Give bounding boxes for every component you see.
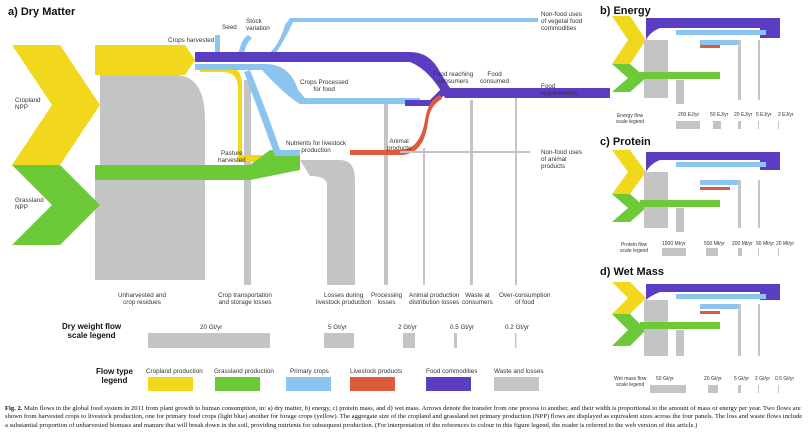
food-main-flow bbox=[195, 52, 610, 98]
scale-label-20: 20 Gt/yr bbox=[200, 324, 223, 331]
protein-scale-title: Protein flow scale legend bbox=[620, 242, 649, 254]
processing-losses-label: Processing losses bbox=[371, 292, 403, 306]
seed-label: Seed bbox=[222, 24, 237, 31]
scale-bar-5 bbox=[324, 333, 354, 348]
scale-bar-2 bbox=[403, 333, 415, 348]
consumer-waste-flow bbox=[470, 100, 473, 285]
cropland-arrow bbox=[12, 45, 100, 165]
overconsumption-label: Over-consumption of food bbox=[499, 292, 551, 306]
stock-variation-label: Stock variation bbox=[246, 18, 270, 32]
wetmass-scale-title: Wet mass flow scale legend bbox=[614, 376, 647, 388]
energy-scale-4: 2 EJ/yr bbox=[778, 112, 794, 118]
mini-protein bbox=[612, 150, 780, 256]
panel-d-label: d) Wet Mass bbox=[600, 266, 664, 278]
mini-energy bbox=[612, 16, 780, 129]
energy-scale-title: Energy flow scale legend bbox=[616, 113, 645, 125]
transport-loss-flow bbox=[244, 80, 251, 285]
scale-label-2: 2 Gt/yr bbox=[398, 324, 417, 331]
scale-bar-02 bbox=[515, 333, 517, 348]
animal-nonfood-flow bbox=[400, 151, 530, 153]
pasture-flow bbox=[95, 150, 300, 180]
vegetal-nonfood-end bbox=[530, 18, 538, 22]
type-label-grassland: Grassland production bbox=[214, 368, 274, 375]
unharvested-flow-grass bbox=[95, 170, 150, 280]
wetmass-scale-3: 2 Gt/yr bbox=[755, 376, 771, 382]
swatch-primary bbox=[286, 377, 331, 391]
consumer-waste-label: Waste at consumers bbox=[462, 292, 493, 306]
mini-wetmass bbox=[612, 282, 780, 393]
protein-scale-4: 20 Mt/yr bbox=[776, 241, 795, 247]
animal-dist-loss-flow bbox=[423, 148, 425, 285]
grassland-arrow bbox=[12, 165, 100, 245]
swatch-cropland bbox=[148, 377, 193, 391]
protein-scale-3: 50 Mt/yr bbox=[756, 241, 775, 247]
scale-bar-05 bbox=[454, 333, 457, 348]
overconsumption-flow bbox=[515, 95, 517, 285]
livestock-loss-flow bbox=[300, 160, 355, 285]
type-label-livestock: Livestock products bbox=[350, 368, 403, 375]
wetmass-scale-2: 5 Gt/yr bbox=[734, 376, 750, 382]
protein-scale-2: 200 Mt/yr bbox=[732, 241, 753, 247]
figure-caption: Fig. 2. Main flows in the global food sy… bbox=[5, 405, 805, 430]
type-label-food: Food commodities bbox=[426, 368, 478, 375]
caption-text: Main flows in the global food system in … bbox=[5, 405, 803, 429]
grassland-npp-label: Grassland NPP bbox=[15, 197, 44, 211]
energy-scale-3: 5 EJ/yr bbox=[756, 112, 772, 118]
animal-products-label: Animal products bbox=[387, 138, 412, 152]
scale-bar-20 bbox=[148, 333, 270, 348]
panel-c-label: c) Protein bbox=[600, 136, 651, 148]
scale-label-02: 0.2 Gt/yr bbox=[505, 324, 530, 331]
processing-loss-flow bbox=[384, 98, 388, 285]
crops-processed-label: Crops Processed for food bbox=[300, 79, 349, 93]
caption-fig-label: Fig. 2. bbox=[5, 405, 23, 412]
energy-scale-2: 20 EJ/yr bbox=[734, 112, 753, 118]
panel-b-label: b) Energy bbox=[600, 5, 651, 17]
panel-a-label: a) Dry Matter bbox=[8, 6, 76, 18]
scale-label-5: 5 Gt/yr bbox=[328, 324, 347, 331]
protein-scale-0: 1000 Mt/yr bbox=[662, 241, 686, 247]
unharvested-label: Unharvested and crop residues bbox=[118, 292, 166, 306]
food-processed-flow bbox=[405, 90, 448, 106]
energy-scale-0: 200 EJ/yr bbox=[678, 112, 700, 118]
protein-scale-1: 500 Mt/yr bbox=[704, 241, 725, 247]
nutrients-livestock-label: Nutrients for livestock production bbox=[286, 140, 347, 154]
crops-harvested-label: Crops harvested bbox=[168, 37, 215, 44]
food-reaching-label: Food reaching consumers bbox=[433, 71, 474, 85]
swatch-livestock bbox=[350, 377, 395, 391]
type-label-cropland: Cropland production bbox=[146, 368, 203, 375]
type-label-waste: Waste and losses bbox=[494, 368, 544, 375]
swatch-waste bbox=[494, 377, 539, 391]
energy-scale-1: 50 EJ/yr bbox=[710, 112, 729, 118]
pasture-harvested-label: Pasture harvested bbox=[218, 150, 246, 164]
transport-label: Crop transportation and storage losses bbox=[218, 292, 272, 306]
crops-to-livestock-flow bbox=[244, 70, 300, 156]
swatch-food bbox=[426, 377, 471, 391]
animal-products-flow bbox=[350, 95, 442, 155]
nonfood-vegetal-label: Non-food uses of vegetal food commoditie… bbox=[541, 11, 583, 32]
nonfood-animal-label: Non-food uses of animal products bbox=[541, 149, 582, 170]
wetmass-scale-4: 0.5 Gt/yr bbox=[775, 376, 795, 382]
crops-harvested-flow bbox=[95, 45, 195, 75]
wetmass-scale-0: 50 Gt/yr bbox=[656, 376, 674, 382]
type-label-primary: Primary crops bbox=[290, 368, 329, 375]
scale-label-05: 0.5 Gt/yr bbox=[450, 324, 475, 331]
livestock-losses-label: Losses during livestock production bbox=[316, 292, 372, 306]
wetmass-scale-1: 20 Gt/yr bbox=[704, 376, 722, 382]
food-consumed-label: Food consumed bbox=[480, 71, 510, 85]
type-legend-title: Flow type legend bbox=[96, 367, 133, 385]
animal-dist-label: Animal production distribution losses bbox=[409, 292, 460, 306]
cropland-npp-label: Cropland NPP bbox=[15, 97, 41, 111]
swatch-grassland bbox=[215, 377, 260, 391]
crops-processed-flow bbox=[195, 64, 420, 104]
scale-legend-title: Dry weight flow scale legend bbox=[62, 322, 122, 340]
food-requirements-label: Food requirements bbox=[541, 83, 578, 97]
